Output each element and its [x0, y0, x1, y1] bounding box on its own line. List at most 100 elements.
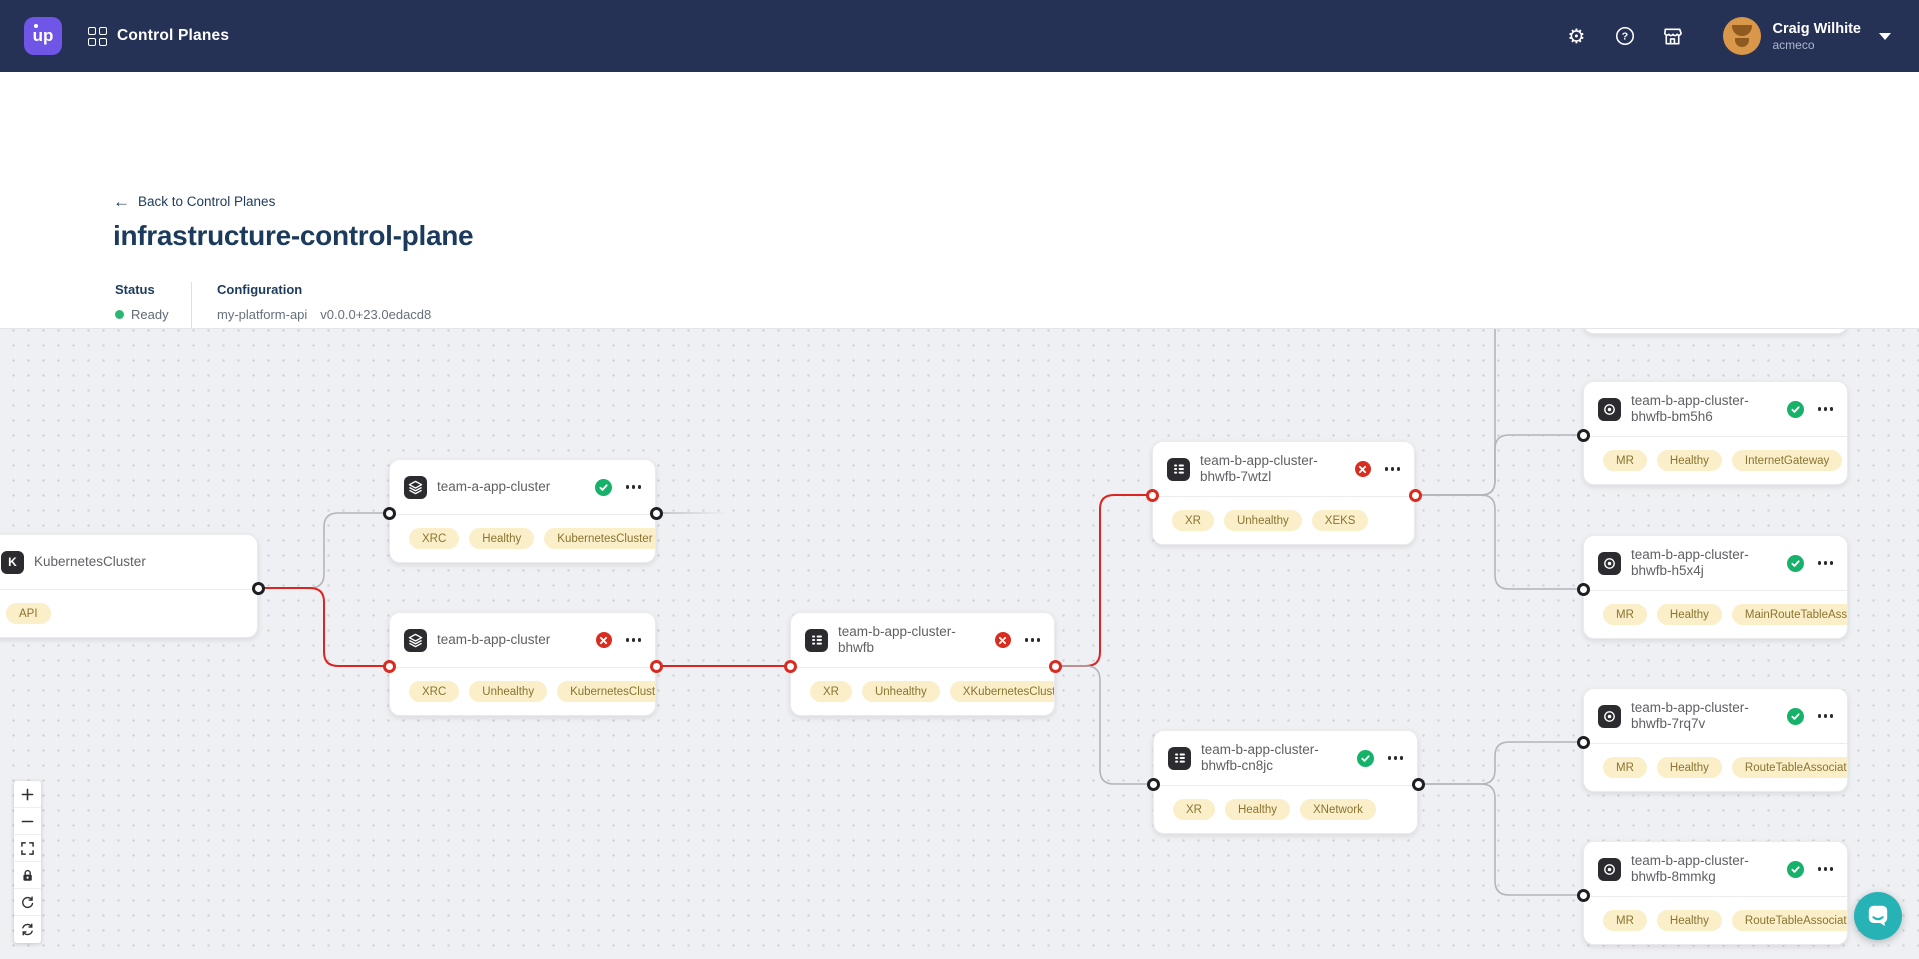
left-connection-handle[interactable]	[1576, 582, 1590, 596]
node-header: team-b-app-cluster-bhwfb-cn8jc	[1154, 731, 1417, 785]
badge-pill: KubernetesCluster	[557, 681, 655, 702]
logo-text: up	[32, 26, 54, 45]
right-connection-handle[interactable]	[251, 581, 265, 595]
node-menu-ellipsis[interactable]	[1816, 863, 1836, 875]
right-connection-handle[interactable]	[1048, 659, 1062, 673]
user-avatar	[1722, 17, 1761, 55]
fit-view-button[interactable]	[14, 835, 41, 862]
node-header: team-b-app-cluster-bhwfb-7rq7v	[1584, 689, 1847, 743]
node-title: team-b-app-cluster	[437, 632, 551, 647]
badge-pill: Healthy	[1656, 910, 1722, 931]
left-connection-handle[interactable]	[1576, 428, 1590, 442]
zoom-out-button[interactable]	[14, 808, 41, 835]
node-menu-ellipsis[interactable]	[1816, 403, 1836, 415]
left-connection-handle[interactable]	[1146, 777, 1160, 791]
node-header: team-b-app-cluster-bhwfb-bm5h6	[1584, 382, 1847, 436]
help-icon[interactable]: ?	[1613, 24, 1637, 48]
node-badges: XRCUnhealthyKubernetesCluster	[390, 667, 655, 702]
right-connection-handle[interactable]	[1411, 777, 1425, 791]
badge-pill: Healthy	[1656, 450, 1722, 471]
node-header: team-b-app-cluster-bhwfb-7wtzl	[1153, 442, 1414, 496]
left-connection-handle[interactable]	[783, 659, 797, 673]
chat-widget-button[interactable]	[1854, 892, 1902, 940]
node-menu-ellipsis[interactable]	[1383, 463, 1403, 475]
badge-pill: Healthy	[1656, 757, 1722, 778]
badge-pill: XR	[1172, 510, 1214, 531]
node-header: team-b-app-cluster	[390, 613, 655, 667]
badge-pill: XKubernetesCluster	[949, 681, 1054, 702]
target-icon	[1598, 551, 1621, 575]
layers-icon	[404, 628, 427, 652]
page-title: infrastructure-control-plane	[113, 220, 474, 251]
target-icon	[1598, 857, 1621, 881]
node-title: team-b-app-cluster-bhwfb-bm5h6	[1631, 393, 1749, 424]
node-menu-ellipsis[interactable]	[624, 481, 644, 493]
graph-edge	[258, 587, 389, 667]
node-title: KubernetesCluster	[34, 554, 146, 569]
badge-pill: MR	[1603, 910, 1647, 931]
node-menu-ellipsis[interactable]	[1386, 752, 1406, 764]
sync-button[interactable]	[14, 916, 41, 943]
node-title: team-b-app-cluster-bhwfb-cn8jc	[1201, 742, 1319, 773]
graph-edge	[1418, 783, 1583, 896]
user-org: acmeco	[1772, 37, 1815, 52]
healthy-check-icon	[1786, 707, 1804, 725]
badge-pill: XEKS	[1311, 510, 1369, 531]
right-connection-handle[interactable]	[649, 659, 663, 673]
node-menu-ellipsis[interactable]	[1816, 557, 1836, 569]
node-menu-ellipsis[interactable]	[1023, 634, 1043, 646]
upbound-logo[interactable]: up	[24, 17, 62, 55]
node-badges: API	[0, 589, 257, 624]
right-connection-handle[interactable]	[649, 506, 663, 520]
lock-button[interactable]	[14, 862, 41, 889]
badge-pill: MainRouteTableAssociation	[1731, 604, 1847, 625]
left-connection-handle[interactable]	[1145, 488, 1159, 502]
node-header: team-b-app-cluster-bhwfb-h5x4j	[1584, 536, 1847, 590]
back-link[interactable]: ← Back to Control Planes	[113, 193, 275, 210]
left-connection-handle[interactable]	[1576, 735, 1590, 749]
apps-grid-icon[interactable]	[88, 26, 107, 46]
chevron-down-icon	[1879, 32, 1891, 40]
left-connection-handle[interactable]	[382, 506, 396, 520]
user-menu[interactable]: Craig Wilhite acmeco	[1722, 17, 1891, 55]
rotate-button[interactable]	[14, 889, 41, 916]
configuration-name: my-platform-api	[217, 307, 308, 322]
graph-edge	[1415, 494, 1583, 590]
left-connection-handle[interactable]	[1576, 888, 1590, 902]
node-header: team-b-app-cluster-bhwfb-8mmkg	[1584, 842, 1847, 896]
node-menu-ellipsis[interactable]	[1816, 710, 1836, 722]
right-connection-handle[interactable]	[1408, 488, 1422, 502]
edge-layer	[258, 329, 1583, 896]
badge-pill: KubernetesCluster	[544, 528, 655, 549]
left-connection-handle[interactable]	[382, 659, 396, 673]
badge-pill: Unhealthy	[861, 681, 940, 702]
zoom-in-button[interactable]	[14, 781, 41, 808]
marketplace-store-icon[interactable]	[1661, 24, 1685, 48]
badge-pill: XR	[1173, 799, 1215, 820]
node-menu-ellipsis[interactable]	[624, 634, 644, 646]
logo-dot	[34, 24, 38, 28]
node-title: team-b-app-cluster-bhwfb	[838, 624, 956, 655]
unhealthy-x-icon	[994, 632, 1011, 648]
unhealthy-x-icon	[1354, 461, 1371, 477]
badge-pill: Healthy	[1224, 799, 1290, 820]
settings-gear-icon[interactable]: ⚙	[1567, 24, 1586, 48]
graph-edge	[1055, 665, 1153, 785]
badge-pill: Healthy	[469, 528, 535, 549]
app-title: Control Planes	[117, 27, 230, 44]
svg-text:?: ?	[1621, 31, 1627, 43]
